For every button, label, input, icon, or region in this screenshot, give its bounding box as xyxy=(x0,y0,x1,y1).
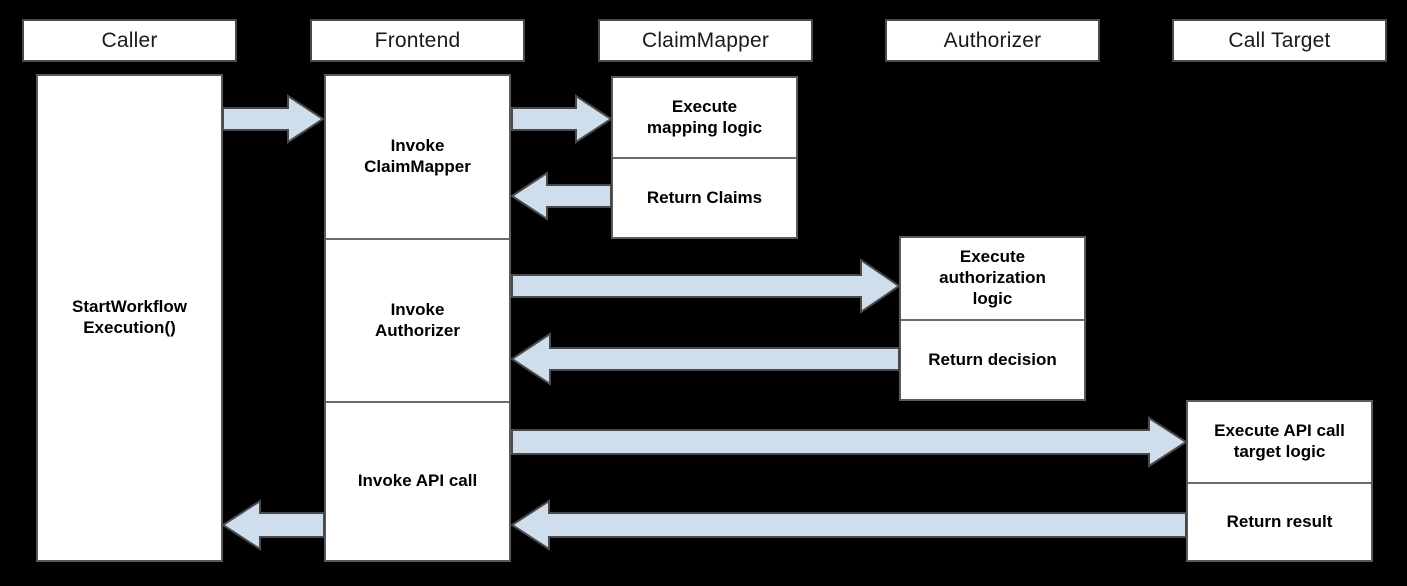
activation-label-claimmapper-1: Return Claims xyxy=(646,187,763,207)
activation-label-authorizer-1: Return decision xyxy=(928,349,1057,369)
lifeline-header-caller: Caller xyxy=(22,19,237,62)
activation-segment-authorizer-1: Return decision xyxy=(901,319,1084,399)
arrow-right-shape xyxy=(511,94,613,144)
arrow-right-shape xyxy=(511,416,1188,468)
message-arrow-authorizer-to-frontend xyxy=(510,332,900,386)
message-arrow-caller-to-frontend xyxy=(222,94,325,144)
message-arrow-calltarget-to-frontend xyxy=(510,499,1187,551)
activation-label-frontend-2: Invoke API call xyxy=(357,471,478,491)
message-arrow-frontend-to-calltarget xyxy=(511,416,1188,468)
message-arrow-frontend-to-caller xyxy=(221,499,325,551)
arrow-left-shape xyxy=(510,332,900,386)
activation-label-calltarget-1: Return result xyxy=(1226,511,1333,531)
lifeline-label-calltarget: Call Target xyxy=(1228,29,1331,52)
lifeline-label-frontend: Frontend xyxy=(374,29,461,52)
lifeline-header-claimmapper: ClaimMapper xyxy=(598,19,813,62)
activation-segment-frontend-2: Invoke API call xyxy=(326,401,509,560)
lifeline-label-caller: Caller xyxy=(101,29,158,52)
lifeline-label-authorizer: Authorizer xyxy=(943,29,1042,52)
activation-segment-claimmapper-1: Return Claims xyxy=(613,157,796,237)
arrow-right-shape xyxy=(222,94,325,144)
message-arrow-frontend-to-claimmapper xyxy=(511,94,613,144)
message-arrow-frontend-to-authorizer xyxy=(511,258,901,314)
lifeline-header-authorizer: Authorizer xyxy=(885,19,1100,62)
arrow-left-shape xyxy=(510,499,1187,551)
arrow-right-shape xyxy=(511,258,901,314)
message-arrow-claimmapper-to-frontend xyxy=(510,171,612,221)
lifeline-header-frontend: Frontend xyxy=(310,19,525,62)
arrow-left-shape xyxy=(221,499,325,551)
arrow-left-shape xyxy=(510,171,612,221)
lifeline-label-claimmapper: ClaimMapper xyxy=(641,29,770,52)
activation-segment-calltarget-1: Return result xyxy=(1188,482,1371,560)
lifeline-header-calltarget: Call Target xyxy=(1172,19,1387,62)
